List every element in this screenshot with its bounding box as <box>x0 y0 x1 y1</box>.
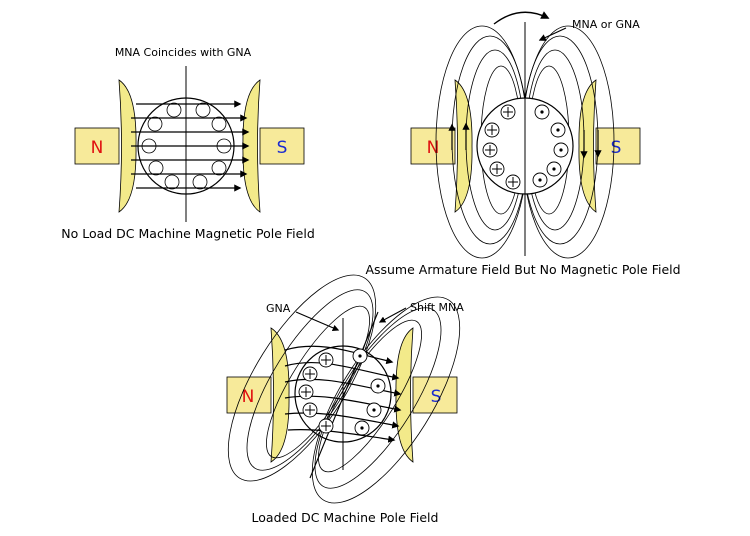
south-pole-shoe <box>578 79 597 213</box>
south-pole-shoe <box>242 79 261 213</box>
north-pole-label: N <box>427 138 440 158</box>
north-pole-shoe <box>270 327 290 463</box>
north-pole-body <box>226 376 272 414</box>
armature-conductors <box>141 102 232 190</box>
armature-caption: Assume Armature Field But No Magnetic Po… <box>365 262 680 277</box>
shift-mna-label: Shift MNA <box>410 301 464 314</box>
south-pole-body <box>259 127 305 165</box>
pole-field-lines <box>131 100 250 192</box>
gna-pointer <box>295 311 340 331</box>
south-pole-label: S <box>277 138 288 158</box>
no-load-diagram: N S MNA Coincides with GNA No Load DC Ma… <box>61 46 315 241</box>
resultant-flux-loops <box>227 274 461 504</box>
rotation-arrow <box>493 11 550 25</box>
south-pole-shoe <box>395 327 414 463</box>
flux-arrows <box>448 122 602 159</box>
shift-mna-pointer <box>378 307 407 323</box>
cross-conductors <box>298 352 334 434</box>
dot-conductors <box>532 104 569 188</box>
south-pole-label: S <box>611 138 622 158</box>
loaded-caption: Loaded DC Machine Pole Field <box>252 510 439 525</box>
north-pole-label: N <box>242 387 255 407</box>
dot-conductors <box>352 348 386 436</box>
cross-conductors <box>482 104 521 190</box>
shifted-magnetic-axis <box>309 311 379 479</box>
south-pole-body <box>595 127 641 165</box>
north-pole-body <box>74 127 120 165</box>
south-pole-label: S <box>431 387 442 407</box>
north-pole-shoe <box>454 79 473 213</box>
axis-label: MNA or GNA <box>572 18 640 31</box>
no-load-caption: No Load DC Machine Magnetic Pole Field <box>61 226 315 241</box>
axis-label: MNA Coincides with GNA <box>115 46 252 59</box>
north-pole-shoe <box>118 79 137 213</box>
gna-label: GNA <box>266 302 291 315</box>
north-pole-body <box>410 127 456 165</box>
loaded-diagram: N S <box>226 274 464 525</box>
armature-field-diagram: N S <box>365 11 681 277</box>
distorted-field-lines <box>284 345 402 443</box>
axis-pointer <box>538 27 567 41</box>
north-pole-label: N <box>91 138 104 158</box>
